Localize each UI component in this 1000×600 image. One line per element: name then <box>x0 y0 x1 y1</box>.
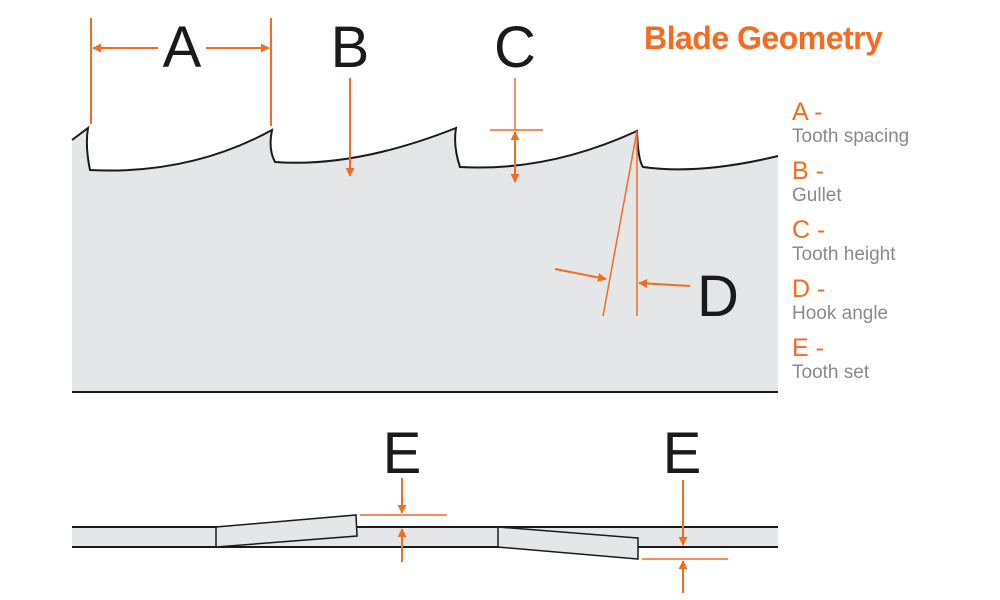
tooth-set-left <box>215 514 358 548</box>
tooth-set-right <box>497 526 639 560</box>
blade-set-view <box>72 514 778 560</box>
label-a: A <box>163 15 202 80</box>
d-hook-face-line <box>602 130 638 317</box>
legend-letter: B - <box>792 157 824 185</box>
label-c: C <box>494 15 536 80</box>
legend-item-c: C - Tooth height <box>792 216 909 275</box>
legend-letter: A - <box>792 98 823 126</box>
label-d: D <box>697 264 739 329</box>
legend-description: Tooth set <box>792 362 870 383</box>
legend-description: Tooth spacing <box>792 126 910 147</box>
blade-side-view <box>71 125 779 393</box>
d-arrow-right <box>638 278 691 288</box>
legend-item-b: B - Gullet <box>792 157 909 216</box>
legend: A - Tooth spacing B - Gullet C - Tooth h… <box>792 98 909 393</box>
diagram-title: Blade Geometry <box>644 20 883 56</box>
dimension-b-gullet: B <box>331 15 370 177</box>
label-b: B <box>331 15 370 80</box>
legend-letter: C - <box>792 216 826 244</box>
blade-body <box>72 128 778 392</box>
d-arrow-left <box>554 268 607 282</box>
label-e-left: E <box>383 421 422 486</box>
dimension-e-tooth-set-left: E <box>360 421 447 562</box>
legend-item-d: D - Hook angle <box>792 275 909 334</box>
legend-letter: D - <box>792 275 826 303</box>
legend-description: Gullet <box>792 185 842 206</box>
legend-item-a: A - Tooth spacing <box>792 98 909 157</box>
dimension-e-tooth-set-right: E <box>642 421 728 593</box>
dimension-c-tooth-height: C <box>490 15 543 183</box>
tooth-profile-outline <box>71 125 779 172</box>
dimension-d-hook-angle: D <box>554 130 739 329</box>
dimension-a-tooth-spacing: A <box>90 15 272 126</box>
legend-description: Tooth height <box>792 244 896 265</box>
legend-item-e: E - Tooth set <box>792 334 909 393</box>
label-e-right: E <box>663 421 702 486</box>
legend-letter: E - <box>792 334 824 362</box>
set-view-blade-body <box>72 527 778 547</box>
legend-description: Hook angle <box>792 303 889 324</box>
